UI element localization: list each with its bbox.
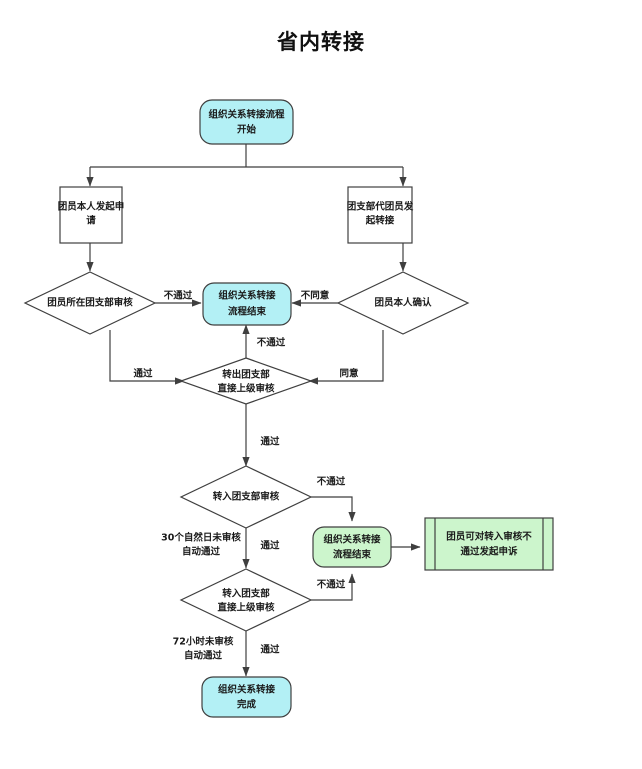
edge-label-in-review-auto-line2: 自动通过	[182, 546, 221, 558]
node-start-label-line2: 开始	[237, 124, 257, 136]
node-end-mid-label-line2: 流程结束	[333, 549, 372, 561]
edge-in-review-fail	[311, 496, 356, 522]
node-end-mid[interactable]: 组织关系转接 流程结束	[312, 526, 392, 568]
node-branch-review[interactable]: 团员所在团支部审核	[23, 271, 157, 335]
page-title: 省内转接	[277, 30, 365, 54]
node-member-confirm-label: 团员本人确认	[374, 297, 432, 309]
edge-branch-review-pass	[109, 330, 185, 385]
node-end-top[interactable]: 组织关系转接 流程结束	[202, 282, 292, 326]
node-appeal-label-line1: 团员可对转入审核不	[446, 531, 532, 543]
node-out-superior-label-line2: 直接上级审核	[217, 383, 275, 395]
node-branch-apply-label-line2: 起转接	[365, 215, 395, 227]
edge-label-in-review-pass: 通过	[260, 540, 280, 552]
edge-label-out-superior-fail: 不通过	[257, 337, 286, 349]
node-member-apply[interactable]: 团员本人发起申 请	[58, 186, 125, 244]
node-in-superior-label-line2: 直接上级审核	[217, 602, 275, 614]
node-branch-review-label: 团员所在团支部审核	[47, 297, 133, 309]
edge-label-out-superior-pass: 通过	[260, 436, 280, 448]
edge-label-branch-review-fail: 不通过	[164, 290, 193, 302]
edge-label-member-confirm-agree: 同意	[339, 368, 359, 380]
node-branch-apply-label-line1: 团支部代团员发	[347, 201, 414, 213]
edge-label-in-review-fail: 不通过	[317, 476, 346, 488]
node-in-branch-superior[interactable]: 转入团支部 直接上级审核	[179, 568, 313, 632]
node-end-top-label-line2: 流程结束	[228, 306, 267, 318]
node-in-review-label: 转入团支部审核	[213, 491, 280, 503]
node-branch-apply[interactable]: 团支部代团员发 起转接	[347, 186, 414, 244]
edge-in-superior-fail	[311, 573, 356, 601]
node-member-apply-label-line2: 请	[86, 215, 96, 227]
node-out-superior-label-line1: 转出团支部	[222, 369, 270, 381]
node-complete-label-line1: 组织关系转接	[218, 684, 276, 696]
node-member-apply-label-line1: 团员本人发起申	[58, 201, 125, 213]
edge-label-in-superior-pass: 通过	[260, 644, 280, 656]
edge-label-in-superior-auto-line1: 72小时未审核	[173, 636, 234, 648]
node-end-top-label-line1: 组织关系转接	[218, 290, 276, 302]
edge-label-in-review-auto-line1: 30个自然日未审核	[161, 532, 241, 544]
node-appeal[interactable]: 团员可对转入审核不 通过发起申诉	[424, 517, 554, 571]
node-start-label-line1: 组织关系转接流程	[208, 109, 285, 121]
node-complete[interactable]: 组织关系转接 完成	[201, 676, 292, 718]
edge-label-in-superior-auto-line2: 自动通过	[184, 650, 223, 662]
node-start[interactable]: 组织关系转接流程 开始	[199, 99, 294, 145]
node-out-branch-superior[interactable]: 转出团支部 直接上级审核	[179, 357, 313, 405]
edge-label-in-superior-fail: 不通过	[317, 579, 346, 591]
node-appeal-label-line2: 通过发起申诉	[460, 546, 518, 558]
edge-label-member-confirm-disagree: 不同意	[301, 290, 330, 302]
node-member-confirm[interactable]: 团员本人确认	[336, 271, 470, 335]
node-in-superior-label-line1: 转入团支部	[222, 588, 270, 600]
edge-member-confirm-agree	[308, 330, 384, 385]
node-in-branch-review[interactable]: 转入团支部审核	[179, 465, 313, 529]
edge-label-branch-review-pass: 通过	[133, 368, 153, 380]
node-complete-label-line2: 完成	[237, 699, 257, 711]
node-end-mid-label-line1: 组织关系转接	[323, 534, 381, 546]
